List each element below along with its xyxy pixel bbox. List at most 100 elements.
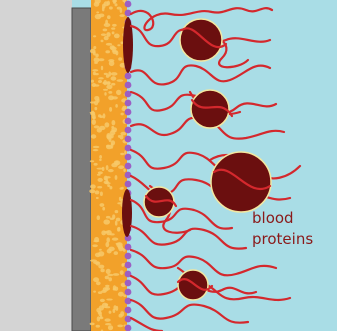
coating-grain [92, 244, 98, 247]
coating-grain [121, 248, 124, 251]
coating-grain [103, 89, 108, 91]
coating-grain [96, 197, 99, 199]
coating-grain [112, 46, 115, 49]
coating-grain [107, 184, 110, 187]
coating-grain [105, 20, 108, 25]
coating-grain [112, 24, 117, 27]
anchor-bead [125, 253, 132, 260]
coating-grain [90, 184, 96, 188]
coating-grain [91, 80, 94, 83]
coating-grain [94, 237, 99, 242]
coating-grain [101, 40, 104, 43]
coating-grain [111, 76, 117, 80]
coating-grain [95, 190, 100, 194]
coating-grain [90, 323, 95, 326]
coating-grain [121, 113, 124, 116]
coating-grain [108, 247, 114, 252]
coating-grain [101, 230, 106, 235]
anchor-bead [125, 1, 132, 8]
coating-grain [98, 80, 102, 83]
coating-grain [93, 35, 96, 37]
coating-grain [95, 261, 100, 265]
coating-grain [98, 265, 104, 269]
coating-grain [97, 215, 100, 220]
anchor-bead [125, 154, 132, 161]
coating-grain [103, 29, 108, 32]
anchor-bead [125, 181, 132, 188]
blood-protein [180, 19, 222, 61]
coating-grain [119, 14, 124, 17]
coating-grain [99, 126, 105, 130]
coating-grain [116, 306, 119, 311]
anchor-bead [125, 109, 132, 116]
coating-grain [112, 120, 116, 125]
anchor-bead [125, 172, 132, 179]
coating-grain [117, 79, 124, 82]
coating-grain [93, 146, 100, 149]
coating-grain [98, 77, 104, 79]
coating-grain [118, 292, 124, 297]
coating-grain [106, 216, 111, 219]
coating-grain [99, 249, 102, 251]
coating-grain [118, 165, 124, 169]
coating-grain [114, 160, 121, 165]
coating-grain [90, 160, 94, 162]
anchor-bead [125, 298, 132, 305]
coating-grain [116, 90, 121, 95]
anchor-bead [125, 262, 132, 269]
anchor-bead [125, 163, 132, 170]
coating-grain [103, 82, 106, 85]
coating-grain [106, 85, 112, 90]
coating-grain [109, 61, 115, 66]
coating-grain [113, 309, 116, 313]
coating-grain [106, 237, 110, 243]
coating-grain [94, 57, 100, 62]
anchor-bead [125, 118, 132, 125]
coating-grain [93, 72, 96, 76]
coating-grain [115, 51, 118, 56]
coating-grain [90, 259, 97, 261]
protein-label-line2: proteins [252, 230, 313, 248]
coating-grain [91, 111, 94, 115]
coating-grain [100, 299, 105, 302]
coating-grain [108, 325, 113, 330]
coating-grain [104, 92, 106, 96]
coating-grain [95, 54, 99, 58]
coating-grain [115, 210, 119, 213]
coating-grain [94, 2, 100, 7]
coating-grain [95, 253, 101, 258]
anchor-bead [125, 82, 132, 89]
coating-grain [105, 323, 111, 325]
coating-grain [89, 189, 95, 193]
coating-grain [120, 270, 124, 275]
coating-grain [120, 187, 124, 190]
coating-grain [99, 155, 102, 159]
anchor-bead [125, 10, 132, 17]
anchor-bead [125, 73, 132, 80]
coating-grain [96, 308, 101, 313]
coating-grain [115, 175, 118, 180]
coating-grain [106, 299, 113, 301]
coating-grain [100, 269, 104, 273]
coating-grain [111, 83, 115, 86]
anchor-bead [125, 307, 132, 314]
coating-grain [93, 291, 96, 293]
coating-grain [109, 6, 113, 9]
coating-grain [100, 203, 105, 207]
coating-grain [98, 171, 103, 174]
coating-grain [94, 84, 99, 86]
coating-grain [106, 145, 110, 148]
anchor-bead [125, 136, 132, 143]
coating-grain [108, 277, 112, 281]
coating-grain [97, 168, 104, 170]
coating-grain [119, 314, 123, 318]
coating-grain [94, 96, 99, 101]
coating-grain [105, 303, 108, 306]
coating-grain [118, 227, 121, 232]
coating-grain [96, 325, 100, 328]
coating-grain [91, 134, 96, 138]
coating-grain [117, 44, 120, 46]
coating-grain [120, 135, 124, 140]
coating-grain [104, 176, 108, 181]
